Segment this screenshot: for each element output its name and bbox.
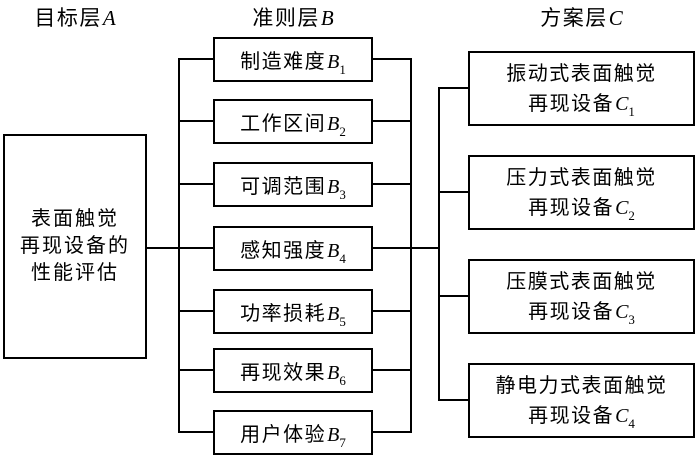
criteria-left-stub-line-b2 — [178, 120, 215, 122]
criteria-box-b4: 感知强度B4 — [213, 226, 373, 271]
criteria-left-stub-line-b6 — [178, 369, 215, 371]
goal-box-line1: 表面触觉 — [31, 208, 119, 230]
layer-header-criteria-text: 准则层 — [252, 6, 320, 30]
goal-box-line3: 性能评估 — [31, 262, 119, 284]
criteria-right-stub-line-b7 — [371, 431, 412, 433]
criteria-right-stub-line-b2 — [371, 120, 412, 122]
layer-header-scheme-var: C — [608, 6, 623, 30]
criteria-box-b7: 用户体验B7 — [213, 410, 373, 455]
goal-box-label: 表面触觉 再现设备的 性能评估 — [20, 206, 130, 287]
scheme-box-c1: 振动式表面触觉 再现设备C1 — [468, 51, 695, 126]
criteria-left-stub-line-b3 — [178, 183, 215, 185]
criteria-right-stub-line-b1 — [371, 58, 412, 60]
criteria-left-stub-line-b7 — [178, 431, 215, 433]
trunk-connector-line — [410, 247, 440, 249]
layer-header-criteria-var: B — [320, 6, 334, 30]
criteria-box-b5: 功率损耗B5 — [213, 289, 373, 334]
criteria-box-b2: 工作区间B2 — [213, 99, 373, 144]
layer-header-goal-var: A — [102, 6, 116, 30]
criteria-box-b5-label: 功率损耗B5 — [240, 303, 346, 329]
scheme-trunk-line — [438, 87, 440, 401]
scheme-box-c2-label: 压力式表面触觉 再现设备C2 — [506, 166, 657, 223]
criteria-right-trunk-line — [410, 58, 412, 433]
criteria-box-b3: 可调范围B3 — [213, 162, 373, 207]
goal-box: 表面触觉 再现设备的 性能评估 — [3, 134, 147, 359]
criteria-box-b2-label: 工作区间B2 — [240, 113, 346, 139]
criteria-right-stub-line-b5 — [371, 310, 412, 312]
scheme-box-c2: 压力式表面触觉 再现设备C2 — [468, 155, 695, 230]
criteria-box-b7-label: 用户体验B7 — [240, 424, 346, 450]
layer-header-goal: 目标层A — [3, 2, 147, 32]
scheme-box-c4-label: 静电力式表面触觉 再现设备C4 — [495, 374, 668, 431]
layer-header-scheme: 方案层C — [468, 2, 695, 32]
criteria-right-stub-line-b4 — [371, 247, 412, 249]
scheme-box-c3-label: 压膜式表面触觉 再现设备C3 — [506, 270, 657, 327]
scheme-stub-line-c4 — [438, 399, 468, 401]
criteria-right-stub-line-b6 — [371, 369, 412, 371]
layer-header-criteria: 准则层B — [213, 2, 373, 32]
layer-header-scheme-text: 方案层 — [540, 6, 608, 30]
criteria-box-b1-label: 制造难度B1 — [240, 51, 346, 77]
scheme-stub-line-c3 — [438, 295, 468, 297]
criteria-left-stub-line-b1 — [178, 58, 215, 60]
criteria-box-b6-label: 再现效果B6 — [240, 362, 346, 388]
criteria-box-b4-label: 感知强度B4 — [240, 240, 346, 266]
goal-box-line2: 再现设备的 — [20, 235, 130, 257]
criteria-box-b6: 再现效果B6 — [213, 348, 373, 393]
scheme-box-c1-label: 振动式表面触觉 再现设备C1 — [506, 62, 657, 119]
criteria-left-trunk-line — [178, 58, 180, 433]
criteria-box-b3-label: 可调范围B3 — [240, 176, 346, 202]
criteria-left-stub-line-b5 — [178, 310, 215, 312]
scheme-box-c4: 静电力式表面触觉 再现设备C4 — [468, 363, 695, 438]
criteria-box-b1: 制造难度B1 — [213, 37, 373, 82]
scheme-box-c3: 压膜式表面触觉 再现设备C3 — [468, 259, 695, 334]
scheme-stub-line-c2 — [438, 191, 468, 193]
scheme-stub-line-c1 — [438, 87, 468, 89]
layer-header-goal-text: 目标层 — [34, 6, 102, 30]
criteria-right-stub-line-b3 — [371, 183, 412, 185]
